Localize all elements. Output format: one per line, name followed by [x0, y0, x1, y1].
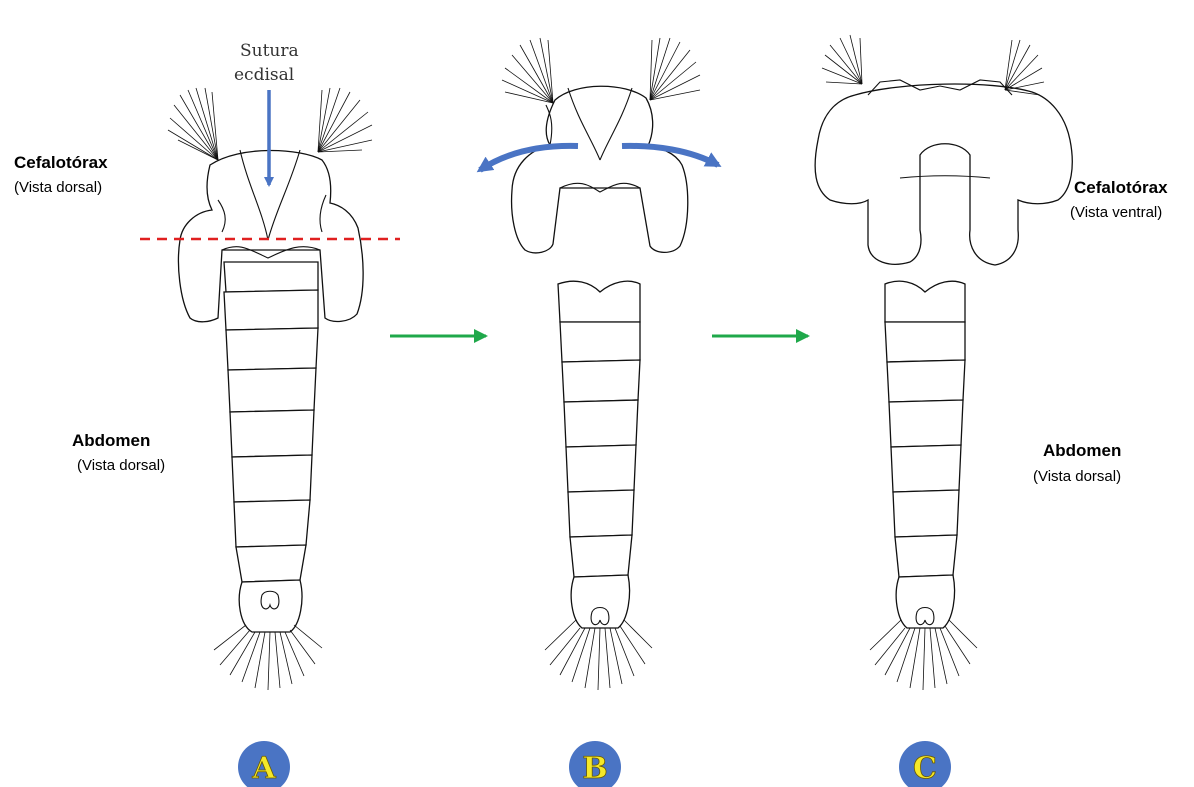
- stage-badge-c-letter: C: [913, 751, 937, 786]
- stage-badge-b: B: [569, 741, 621, 787]
- left-cephalothorax-view: (Vista dorsal): [14, 179, 102, 196]
- stage-badge-b-letter: B: [582, 751, 607, 786]
- stage-badge-a: A: [238, 741, 290, 787]
- stage-b-drawing: [480, 38, 718, 690]
- left-abdomen-view: (Vista dorsal): [77, 457, 165, 474]
- right-abdomen-view: (Vista dorsal): [1033, 468, 1121, 485]
- stage-c-drawing: [815, 35, 1072, 690]
- suture-label-line1: Sutura: [240, 41, 299, 61]
- right-cephalothorax-view: (Vista ventral): [1070, 204, 1162, 221]
- left-abdomen-label: Abdomen: [72, 431, 150, 450]
- left-cephalothorax-label: Cefalotórax: [14, 153, 108, 172]
- right-cephalothorax-label: Cefalotórax: [1074, 178, 1168, 197]
- right-abdomen-label: Abdomen: [1043, 441, 1121, 460]
- stage-badge-a-letter: A: [251, 751, 276, 786]
- suture-label-line2: ecdisal: [234, 65, 294, 85]
- stage-badge-c: C: [899, 741, 951, 787]
